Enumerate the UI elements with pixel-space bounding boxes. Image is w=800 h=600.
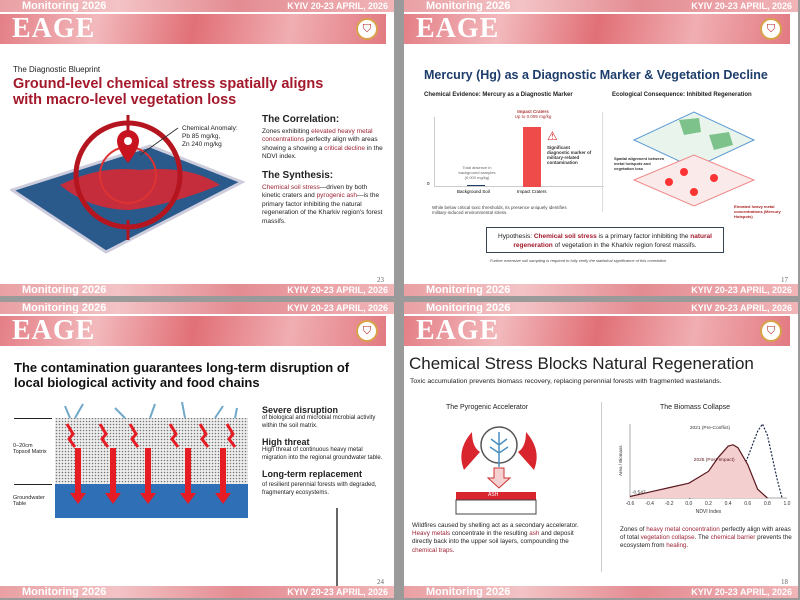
x-tick-label: 0.2 — [705, 501, 712, 507]
slide-title: Chemical Stress Blocks Natural Regenerat… — [409, 354, 754, 373]
x-tick-label: -0.6 — [626, 501, 635, 507]
y-axis-title: Area / Biomass — [618, 445, 623, 476]
series-fill-post-impact — [630, 444, 768, 498]
series-line-pre-conflict — [688, 422, 783, 499]
groundwater-label: Groundwater Table — [13, 495, 45, 507]
left-heading: Chemical Evidence: Mercury as a Diagnost… — [424, 92, 573, 98]
top-strip: Monitoring 2026 KYIV 20-23 APRIL, 2026 — [0, 0, 394, 12]
banner: EAGE⛉ — [404, 315, 790, 346]
shield-emblem-icon: ⛉ — [760, 320, 782, 342]
warning-text: Significant diagnostic marker of militar… — [547, 145, 592, 165]
impact-crater-bar — [523, 127, 541, 187]
x-tick-label: 0.6 — [744, 501, 751, 507]
legend-label-pre-conflict: 2021 (Pre-Conflict) — [690, 425, 731, 431]
legend-label-post-impact: 2025 (Post-Impact) — [694, 457, 735, 463]
sampling-note: Further extensive soil sampling is requi… — [490, 258, 667, 263]
page-number: 18 — [781, 578, 788, 586]
synthesis-heading: The Synthesis: — [262, 169, 334, 181]
warning-icon: ⚠ — [547, 129, 558, 143]
right-heading: The Biomass Collapse — [660, 404, 731, 411]
pyrogenic-text: Wildfires caused by shelling act as a se… — [412, 522, 579, 554]
text-replacement: of resilient perennial forests with degr… — [262, 482, 377, 496]
synthesis-text: Chemical soil stress—driven by both kine… — [262, 183, 383, 225]
text-column: Severe disruption of biological and micr… — [262, 406, 387, 497]
annotation-label: -0.547 — [632, 490, 646, 496]
x-tick-label: -0.2 — [665, 501, 674, 507]
slide-23: Monitoring 2026 KYIV 20-23 APRIL, 2026 EA… — [0, 0, 394, 296]
event-date: KYIV 20-23 APRIL, 2026 — [287, 1, 388, 11]
shield-emblem-icon: ⛉ — [356, 320, 378, 342]
heading-disruption: Severe disruption — [262, 405, 339, 415]
correlation-text: Zones exhibiting elevated heavy metal co… — [262, 127, 383, 161]
heading-threat: High threat — [262, 437, 310, 447]
shield-emblem-icon: ⛉ — [356, 18, 378, 40]
text-threat: High threat of continuous heavy metal mi… — [262, 447, 383, 461]
text-disruption: of biological and microbial mcrobial act… — [262, 415, 376, 429]
map-target-illustration — [10, 115, 246, 254]
banner: EAGE⛉ — [404, 13, 790, 44]
x-label-craters: Impact Craters — [517, 189, 547, 194]
page-number: 17 — [781, 276, 788, 284]
topsoil-label: 0–20cm Topsoil Matrix — [13, 443, 47, 455]
layered-map-illustration — [632, 111, 756, 207]
alignment-note: Spatial alignment between metal hotspots… — [614, 156, 665, 171]
cursor-line — [336, 508, 338, 586]
soil-cross-section-illustration — [55, 402, 248, 518]
slide-title: Ground-level chemical stress spatially a… — [13, 76, 324, 108]
slide-title: Mercury (Hg) as a Diagnostic Marker & Ve… — [424, 68, 768, 82]
hotspot-note: Elevated heavy metal concentrations (Mer… — [734, 204, 781, 219]
hypothesis-box: Hypothesis: Chemical soil stress is a pr… — [486, 227, 724, 253]
brand: Monitoring 2026 — [22, 0, 107, 12]
page-number: 23 — [377, 276, 384, 284]
right-heading: Ecological Consequence: Inhibited Regene… — [612, 92, 752, 98]
x-tick-label: 1.0 — [784, 501, 791, 507]
page-number: 24 — [377, 578, 384, 586]
x-tick-label: 0.8 — [764, 501, 771, 507]
pyrogenic-illustration — [455, 426, 537, 515]
shield-emblem-icon: ⛉ — [760, 18, 782, 40]
heading-replacement: Long-term replacement — [262, 469, 363, 479]
chart-footnote: While below critical toxic thresholds, i… — [432, 205, 567, 215]
biomass-text: Zones of heavy metal concentration perfe… — [620, 526, 792, 550]
correlation-heading: The Correlation: — [262, 114, 340, 125]
ash-label: ASH — [488, 492, 499, 498]
slide-subtitle: Toxic accumulation prevents biomass reco… — [410, 378, 722, 385]
eage-logo: EAGE — [12, 13, 96, 44]
chemical-anomaly-callout: Chemical Anomaly:Pb 85 mg/kg,Zn 240 mg/k… — [182, 125, 238, 148]
x-tick-label: 0.0 — [685, 501, 692, 507]
slide-title: The contamination guarantees long-term d… — [14, 360, 350, 390]
x-label-background: Background Soil — [457, 189, 490, 194]
x-tick-label: -0.4 — [645, 501, 654, 507]
text-column: The Correlation: Zones exhibiting elevat… — [262, 114, 387, 227]
eyebrow: The Diagnostic Blueprint — [13, 65, 101, 74]
left-heading: The Pyrogenic Accelerator — [446, 404, 529, 411]
x-axis-title: NDVI Index — [696, 509, 722, 515]
series-line-post-impact — [629, 444, 768, 499]
banner: EAGE⛉ — [0, 315, 386, 346]
x-tick-label: 0.4 — [725, 501, 732, 507]
background-note: Total absence in background samples (0.0… — [458, 165, 496, 180]
banner: EAGE ⛉ — [0, 13, 386, 44]
